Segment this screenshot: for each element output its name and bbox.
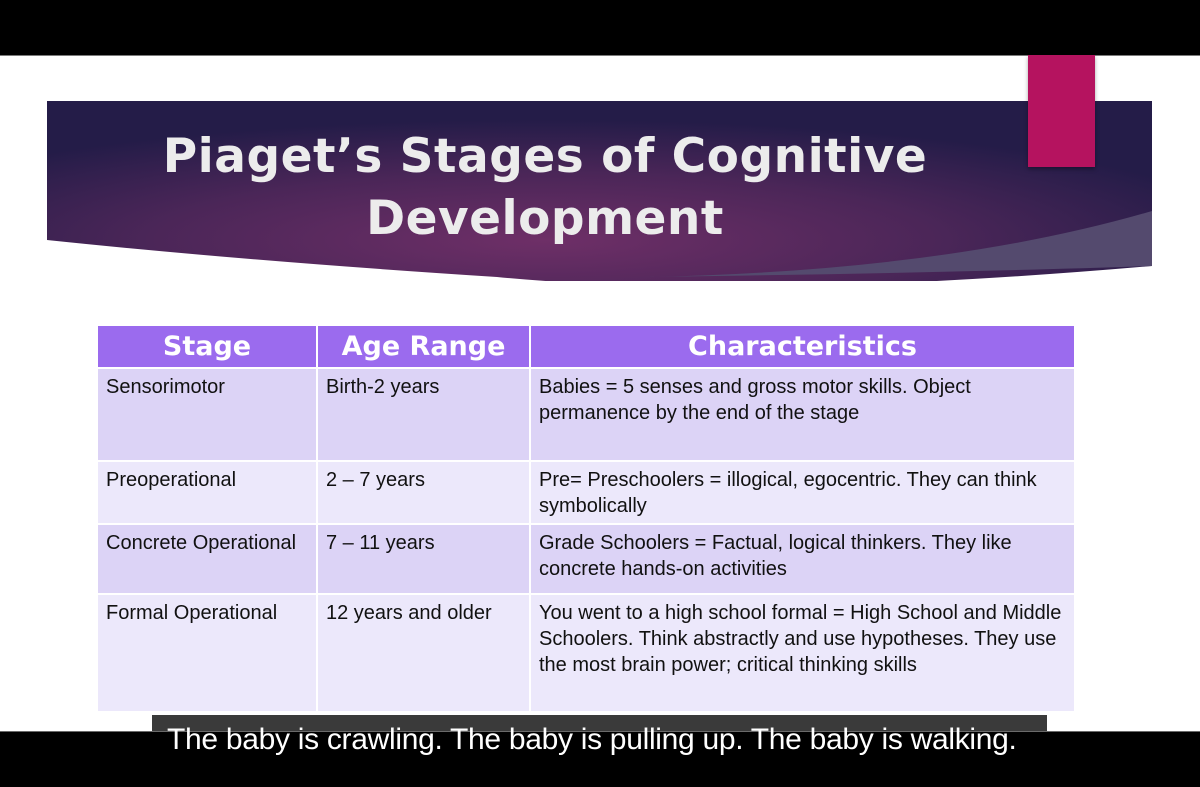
slide-title: Piaget’s Stages of Cognitive Development: [162, 129, 928, 246]
cell-age-range: 12 years and older: [316, 593, 531, 713]
table-row: Formal Operational 12 years and older Yo…: [96, 593, 1076, 713]
cell-characteristics: Babies = 5 senses and gross motor skills…: [529, 367, 1076, 462]
accent-block: [1028, 55, 1095, 167]
table-row: Concrete Operational 7 – 11 years Grade …: [96, 523, 1076, 595]
cell-stage: Concrete Operational: [96, 523, 318, 595]
cell-age-range: Birth-2 years: [316, 367, 531, 462]
cell-age-range: 2 – 7 years: [316, 460, 531, 525]
cell-characteristics: You went to a high school formal = High …: [529, 593, 1076, 713]
video-bottom-letterbox: [0, 731, 1200, 787]
cell-stage: Sensorimotor: [96, 367, 318, 462]
title-banner: [47, 101, 1152, 281]
table-row: Preoperational 2 – 7 years Pre= Preschoo…: [96, 460, 1076, 525]
caption-background: [152, 715, 1047, 732]
cell-stage: Preoperational: [96, 460, 318, 525]
cell-stage: Formal Operational: [96, 593, 318, 713]
cell-characteristics: Pre= Preschoolers = illogical, egocentri…: [529, 460, 1076, 525]
video-caption: The baby is crawling. The baby is pullin…: [167, 723, 1017, 756]
cell-characteristics: Grade Schoolers = Factual, logical think…: [529, 523, 1076, 595]
column-header-age-range: Age Range: [316, 324, 531, 369]
video-top-letterbox: [0, 0, 1200, 56]
column-header-stage: Stage: [96, 324, 318, 369]
column-header-characteristics: Characteristics: [529, 324, 1076, 369]
stages-table: Stage Age Range Characteristics Sensorim…: [96, 324, 1076, 713]
banner-shape: [47, 101, 1152, 281]
table-header-row: Stage Age Range Characteristics: [96, 324, 1076, 369]
cell-age-range: 7 – 11 years: [316, 523, 531, 595]
table-row: Sensorimotor Birth-2 years Babies = 5 se…: [96, 367, 1076, 462]
